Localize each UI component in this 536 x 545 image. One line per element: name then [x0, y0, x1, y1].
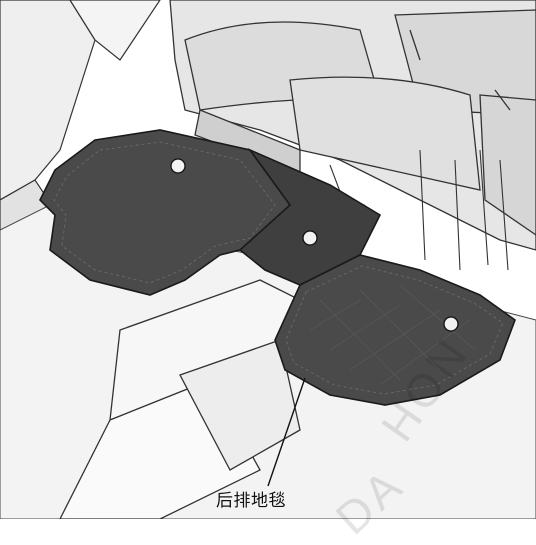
rear-floor-mat-label: 后排地毯 — [216, 491, 286, 511]
left-mat-anchor-clip — [170, 158, 186, 174]
center-tunnel — [59, 279, 301, 519]
right-mat-anchor-clip — [443, 316, 459, 332]
right-mat-texture — [309, 284, 476, 386]
rear-floor-mat-illustration — [0, 0, 536, 519]
center-mat-anchor-clip — [302, 230, 318, 246]
right-mat-body — [274, 254, 516, 406]
left-mat-stitching — [53, 141, 276, 284]
rear-seat — [169, 0, 536, 251]
right-mat-stitching — [285, 265, 504, 395]
callout-leader-line — [267, 377, 306, 487]
right-floor-mat — [274, 254, 516, 406]
